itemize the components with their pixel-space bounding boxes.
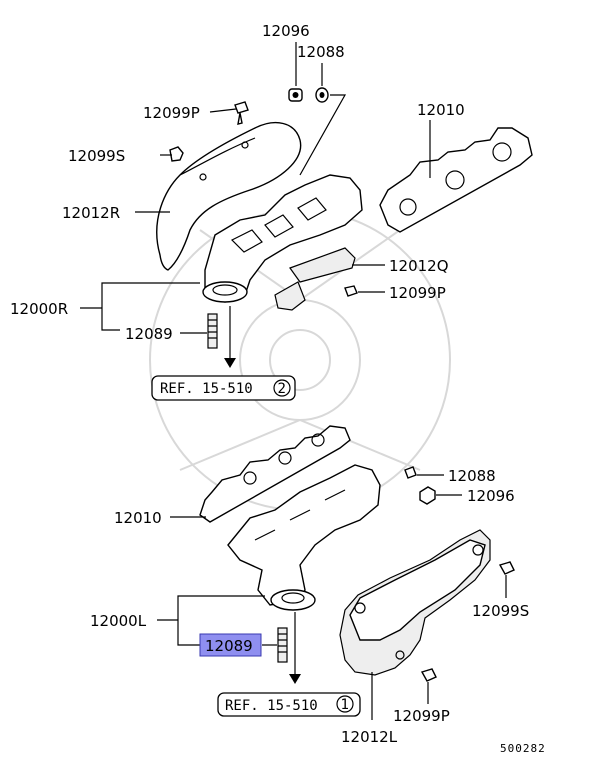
label-12099P-mid: 12099P (389, 284, 446, 302)
ref-box-top[interactable]: REF. 15-510 2 (151, 375, 296, 401)
exhaust-manifold-12000L[interactable] (227, 464, 381, 611)
part-highlight (199, 633, 262, 657)
bracket-12012Q[interactable] (274, 247, 356, 311)
stud-12089-bottom[interactable] (277, 627, 288, 663)
ref-circle-number-top: 2 (278, 381, 286, 397)
washer-12088-bottom[interactable] (404, 466, 417, 479)
leader-lines-bottom (157, 474, 462, 720)
label-12012R: 12012R (62, 204, 120, 222)
heat-shield-12012L[interactable] (339, 529, 491, 676)
gasket-12010-top[interactable] (379, 127, 533, 233)
label-12099P-bottom: 12099P (393, 707, 450, 725)
label-12000L: 12000L (90, 612, 147, 630)
label-12000R: 12000R (10, 300, 68, 318)
label-12089-top: 12089 (125, 325, 173, 343)
label-12099S-top: 12099S (68, 147, 125, 165)
label-12096-bottom: 12096 (467, 487, 515, 505)
bolt-12099P-mid[interactable] (344, 285, 358, 297)
label-12012Q: 12012Q (389, 257, 449, 275)
ref-text-bottom: REF. 15-510 (225, 698, 318, 714)
heat-shield-12012R[interactable] (156, 121, 302, 271)
nut-12096-bottom[interactable] (419, 486, 436, 505)
nut-12096-top[interactable] (288, 88, 303, 102)
bolt-12099P-top[interactable] (234, 101, 249, 125)
label-12010-top: 12010 (417, 101, 465, 119)
bolt-12099S-top[interactable] (169, 146, 184, 162)
label-12089-bottom: 12089 (205, 637, 253, 655)
ref-box-bottom[interactable]: REF. 15-510 1 (217, 692, 361, 717)
washer-12088-top[interactable] (315, 87, 329, 103)
label-12099S-bottom: 12099S (472, 602, 529, 620)
ref-text-top: REF. 15-510 (160, 381, 253, 397)
label-12012L: 12012L (341, 728, 398, 746)
exhaust-manifold-12000R[interactable] (202, 174, 363, 303)
gasket-12010-bottom[interactable] (199, 425, 351, 523)
label-12088-bottom: 12088 (448, 467, 496, 485)
label-12096-top: 12096 (262, 22, 310, 40)
bolt-12099S-bottom[interactable] (498, 561, 515, 598)
label-12099P-top: 12099P (143, 104, 200, 122)
leader-lines-top (80, 42, 431, 368)
label-12088-top: 12088 (297, 43, 345, 61)
label-12010-bottom: 12010 (114, 509, 162, 527)
ref-circle-number-bottom: 1 (341, 697, 349, 713)
diagram-id: 500282 (500, 742, 546, 755)
stud-12089-top[interactable] (207, 313, 218, 349)
bolt-12099P-bottom[interactable] (420, 668, 437, 704)
